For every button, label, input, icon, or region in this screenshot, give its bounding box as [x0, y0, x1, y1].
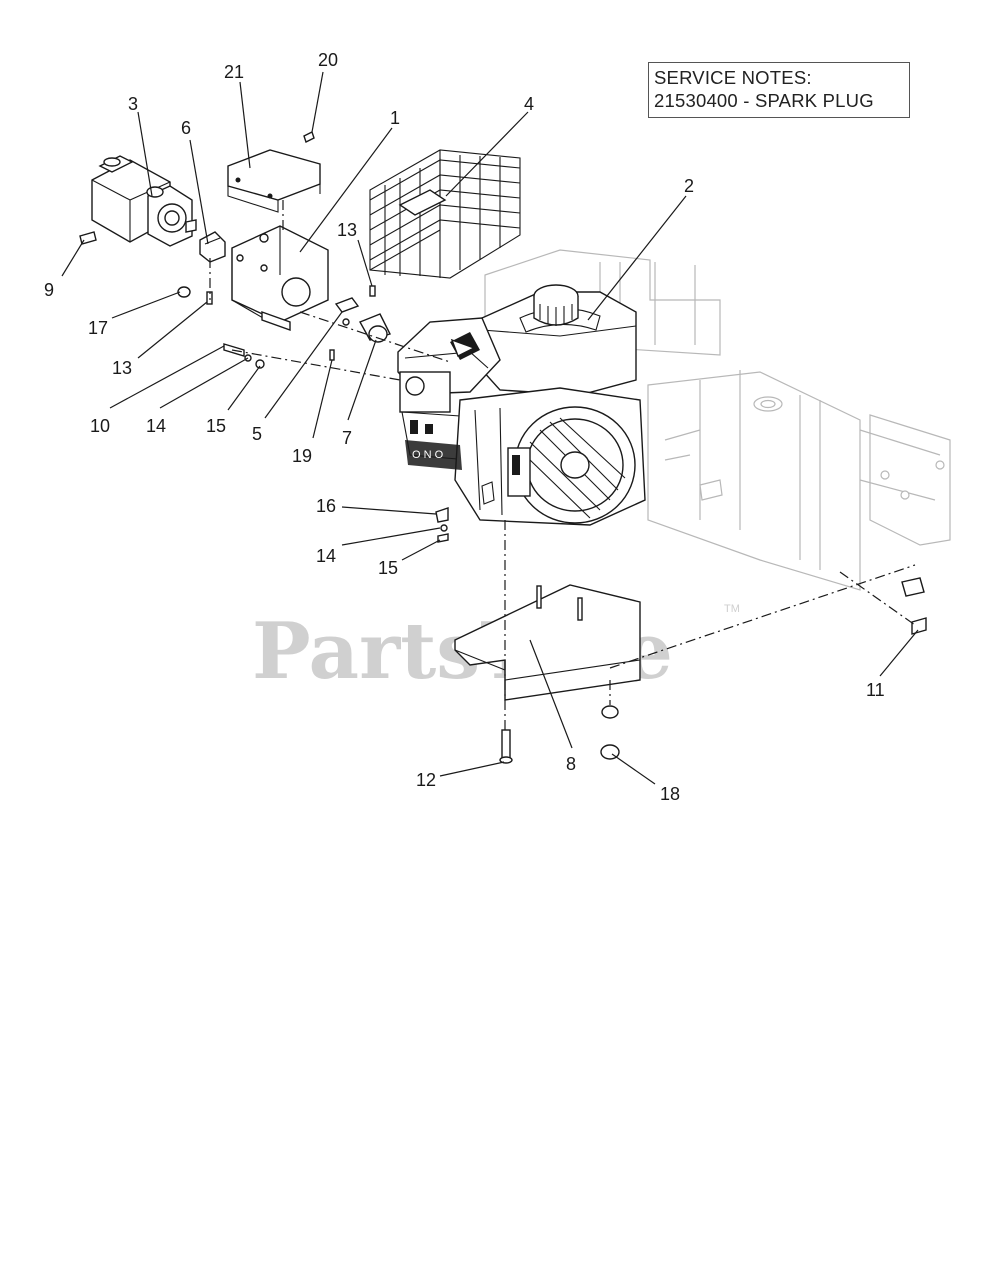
svg-text:O N O: O N O: [412, 449, 444, 461]
callout-15-upper: 15: [206, 416, 226, 436]
hydraulic-pump: [79, 155, 197, 247]
leader-lines: [61, 71, 919, 785]
callout-10: 10: [90, 416, 110, 436]
callout-13-lower: 13: [112, 358, 132, 378]
pump-cover: [227, 149, 321, 213]
callout-12: 12: [416, 770, 436, 790]
callout-8: 8: [566, 754, 576, 774]
callout-11: 11: [866, 680, 885, 700]
callout-16: 16: [316, 496, 336, 516]
callout-15-lower: 15: [378, 558, 398, 578]
callout-17: 17: [88, 318, 108, 338]
callout-20: 20: [318, 50, 338, 70]
service-notes-box: SERVICE NOTES: 21530400 - SPARK PLUG: [648, 62, 910, 118]
callout-18: 18: [660, 784, 680, 804]
service-notes-line: 21530400 - SPARK PLUG: [654, 90, 874, 111]
engine: O N O: [397, 284, 646, 526]
service-notes-title: SERVICE NOTES:: [654, 67, 812, 88]
callout-3: 3: [128, 94, 138, 114]
pump-mount-bracket: [199, 225, 329, 331]
callout-1: 1: [390, 108, 400, 128]
wire-guard: [369, 149, 521, 279]
callout-14-upper: 14: [146, 416, 166, 436]
callout-4: 4: [524, 94, 534, 114]
callout-19: 19: [292, 446, 312, 466]
callout-2: 2: [684, 176, 694, 196]
callouts: 20 21 3 6 1 4 2 13 9 17 13 10 14 15 5 19…: [44, 50, 885, 804]
callout-6: 6: [181, 118, 191, 138]
callout-9: 9: [44, 280, 54, 300]
watermark-trademark: TM: [724, 603, 740, 615]
callout-21: 21: [224, 62, 244, 82]
alignment-lines: [209, 200, 916, 730]
callout-14-lower: 14: [316, 546, 336, 566]
callout-5: 5: [252, 424, 262, 444]
callout-13-upper: 13: [337, 220, 357, 240]
callout-7: 7: [342, 428, 352, 448]
